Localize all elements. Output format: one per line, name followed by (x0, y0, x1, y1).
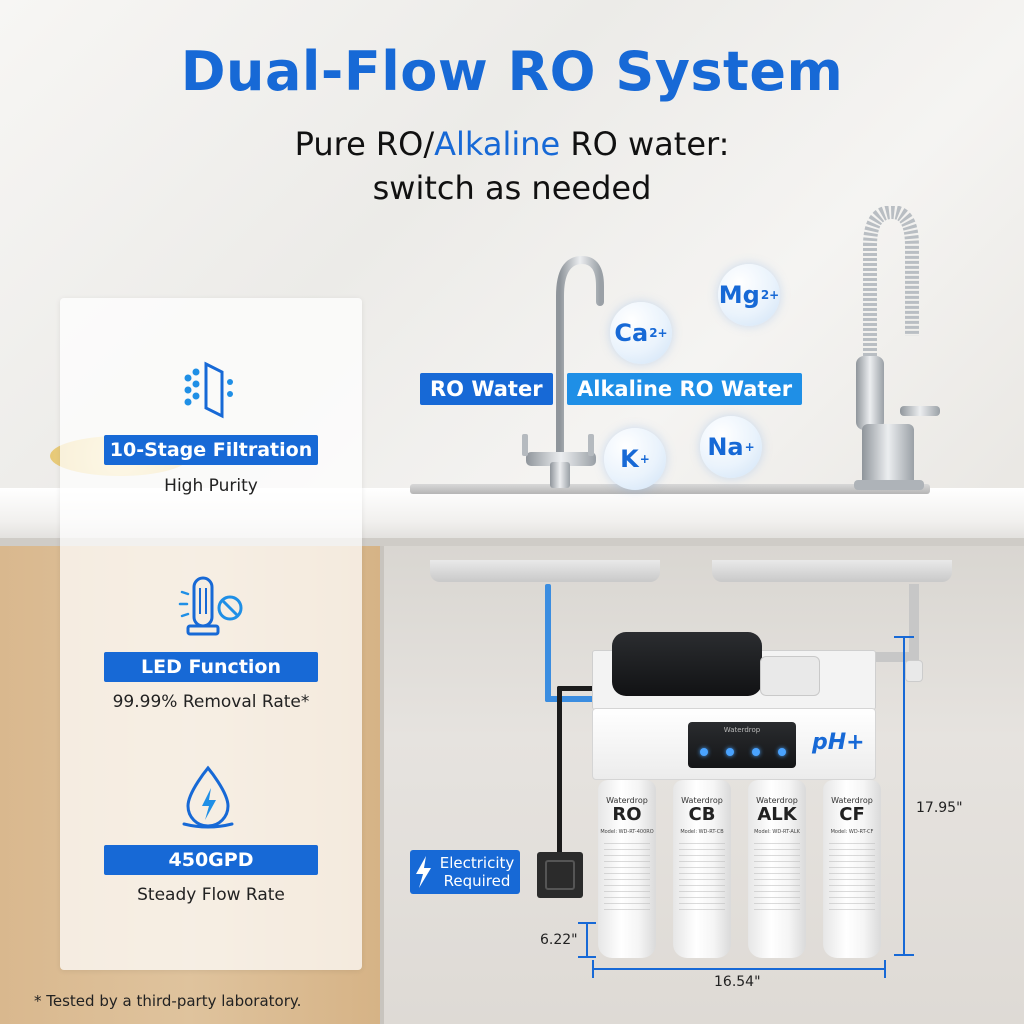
mineral-symbol: K (620, 445, 639, 473)
subtitle-suffix: RO water: (560, 125, 730, 163)
feature-desc-filtration: High Purity (164, 476, 258, 496)
filter-ro: Waterdrop RO Model: WD-RT-400RO (598, 780, 656, 958)
status-light (752, 748, 760, 756)
filter-fine-print (829, 843, 875, 913)
filter-alk: Waterdrop ALK Model: WD-RT-ALK (748, 780, 806, 958)
feature-label-led: LED Function (104, 652, 318, 682)
filter-model: Model: WD-RT-CF (830, 829, 874, 835)
electricity-line1: Electricity (439, 854, 515, 872)
sink-bowl-left (430, 560, 660, 582)
filter-fine-print (679, 843, 725, 913)
alkaline-water-label: Alkaline RO Water (567, 373, 803, 405)
mineral-charge: + (744, 440, 755, 454)
feature-label-filtration: 10-Stage Filtration (104, 435, 318, 465)
filter-code: RO (612, 804, 642, 825)
filtration-icon (180, 360, 240, 420)
power-cable (557, 686, 562, 862)
filter-model: Model: WD-RT-ALK (754, 829, 800, 835)
filter-code: ALK (757, 804, 797, 825)
filter-fine-print (754, 843, 800, 913)
subtitle-accent: Alkaline (434, 125, 561, 163)
width-dimension-line (592, 968, 886, 970)
blue-pipe-elbow (545, 696, 601, 702)
drain-pipe-elbow (870, 652, 918, 662)
page-subtitle: Pure RO/Alkaline RO water: switch as nee… (0, 122, 1024, 210)
countertop-edge (0, 538, 1024, 546)
mineral-symbol: Ca (614, 319, 649, 347)
mineral-bubble-k: K+ (604, 428, 666, 490)
feature-desc-flow: Steady Flow Rate (137, 885, 285, 905)
filter-brand: Waterdrop (681, 796, 723, 805)
kitchen-faucet (840, 204, 950, 492)
water-drop-bolt-icon (178, 764, 238, 829)
depth-dimension-line (586, 922, 588, 958)
depth-dimension: 6.22" (540, 932, 578, 948)
status-light (700, 748, 708, 756)
filter-brand: Waterdrop (756, 796, 798, 805)
width-dimension-cap (592, 960, 594, 978)
height-dimension-cap (894, 954, 914, 956)
filter-brand: Waterdrop (606, 796, 648, 805)
drain-pipe (909, 584, 919, 660)
filter-cf: Waterdrop CF Model: WD-RT-CF (823, 780, 881, 958)
subtitle-prefix: Pure RO/ (294, 125, 435, 163)
mineral-charge: 2+ (760, 288, 780, 302)
filter-brand: Waterdrop (831, 796, 873, 805)
led-lamp-icon (178, 574, 243, 636)
filter-code: CB (688, 804, 716, 825)
height-dimension: 17.95" (916, 800, 963, 816)
filter-code: CF (839, 804, 865, 825)
booster-pump (612, 632, 762, 696)
subtitle-line2: switch as needed (372, 169, 652, 207)
status-light (778, 748, 786, 756)
electricity-line2: Required (443, 872, 511, 890)
sink-bowl-right (712, 560, 952, 582)
mineral-charge: + (639, 452, 650, 466)
width-dimension-cap (884, 960, 886, 978)
ro-water-label: RO Water (420, 373, 553, 405)
filter-fine-print (604, 843, 650, 913)
mineral-symbol: Mg (718, 281, 760, 309)
solenoid-valve (760, 656, 820, 696)
power-outlet-socket (545, 860, 575, 890)
mineral-bubble-na: Na+ (700, 416, 762, 478)
feature-label-flow: 450GPD (104, 845, 318, 875)
mineral-symbol: Na (707, 433, 744, 461)
width-dimension: 16.54" (714, 974, 761, 990)
footnote: * Tested by a third-party laboratory. (34, 992, 302, 1010)
depth-dimension-cap (578, 956, 596, 958)
height-dimension-line (903, 636, 905, 956)
sink-rim (410, 484, 930, 494)
ro-faucet (520, 255, 610, 488)
page-title: Dual-Flow RO System (180, 40, 844, 103)
power-outlet (537, 852, 583, 898)
lightning-bolt-icon (414, 856, 432, 888)
drain-clamp (905, 660, 923, 682)
control-panel (688, 722, 796, 768)
depth-dimension-cap (578, 922, 596, 924)
height-dimension-cap (894, 636, 914, 638)
mineral-charge: 2+ (649, 326, 668, 340)
filter-model: Model: WD-RT-400RO (600, 829, 654, 835)
kitchen-faucet-drawing (854, 204, 940, 490)
status-light (726, 748, 734, 756)
filter-model: Model: WD-RT-CB (680, 829, 724, 835)
filter-cb: Waterdrop CB Model: WD-RT-CB (673, 780, 731, 958)
control-panel-brand: Waterdrop (723, 726, 761, 734)
ro-faucet-drawing (522, 255, 604, 488)
feature-desc-led: 99.99% Removal Rate* (112, 692, 310, 712)
power-cable-top (557, 686, 607, 691)
blue-pipe (545, 584, 551, 702)
ph-logo: pH+ (812, 730, 865, 755)
